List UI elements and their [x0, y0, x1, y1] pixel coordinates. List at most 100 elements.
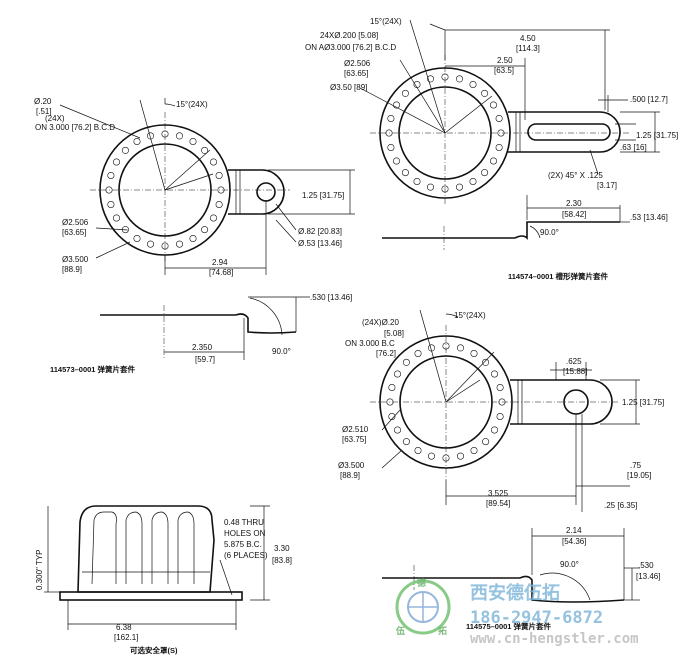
width-mm-label: [162.1]: [114, 633, 138, 642]
bolt-hole: [469, 178, 477, 186]
bolt-hole: [496, 383, 504, 391]
bolt-hole: [121, 146, 129, 154]
slotted-tab: [508, 111, 621, 153]
angle-label: 15°(24X): [370, 17, 402, 26]
drawing-mid-right-top-view: (24X)Ø.20 [5.08] 15°(24X) ON 3.000 B.C […: [338, 309, 664, 512]
outer-dia-mm-label: [88.9]: [62, 265, 82, 274]
bolt-hole: [176, 132, 184, 140]
bolt-hole: [495, 144, 503, 152]
angle-label: 15°(24X): [176, 100, 208, 109]
bend-angle-label: 90.0°: [272, 347, 291, 356]
bolt-hole: [496, 412, 504, 420]
side-length-label: 2.350: [192, 343, 213, 352]
typ-dim-label: 0.300" TYP: [35, 550, 44, 591]
bolt-hole: [469, 81, 477, 89]
hole-radius-label: .25 [6.35]: [604, 501, 637, 510]
bolt-hole: [470, 349, 478, 357]
bolt-hole: [201, 226, 209, 234]
overall-length-label: 4.50: [520, 34, 536, 43]
bolt-hole: [481, 169, 489, 177]
hole-pos-mm-label: [19.05]: [627, 471, 651, 480]
bolt-hole: [401, 169, 409, 177]
watermark-company: 西安德伍拓: [470, 582, 560, 604]
bolt-hole: [215, 201, 223, 209]
drawing-114574-side-view: 2.30 [58.42] .53 [13.46] 90.0° 114574–00…: [382, 195, 668, 281]
tab-width-label: .500 [12.7]: [630, 95, 668, 104]
height-label: 1.25 [31.75]: [636, 131, 678, 140]
bcd-label: ON AØ3.000 [76.2] B.C.D: [305, 43, 396, 52]
bolt-hole: [388, 412, 396, 420]
part-caption-114575: 114575–0001 弹簧片套件: [466, 621, 552, 631]
tab-width-mm-label: [15.88]: [563, 367, 587, 376]
bolt-hole: [414, 349, 422, 357]
part-caption-114573: 114573–0001 弹簧片套件: [50, 364, 136, 374]
bolt-hole: [189, 138, 197, 146]
slot-pos-mm-label: [63.5]: [494, 66, 514, 75]
tab-width-label: .625: [566, 357, 582, 366]
height-label: 1.25 [31.75]: [302, 191, 344, 200]
side-height-label: .530 [13.46]: [310, 293, 352, 302]
holes-note-line2: HOLES ON: [224, 529, 266, 538]
height-mm-label: [83.8]: [272, 556, 292, 565]
bolt-hole: [393, 370, 401, 378]
watermark-url: www.cn-hengstler.com: [470, 631, 639, 647]
bend-angle-label: 90.0°: [540, 228, 559, 237]
tab-hole: [256, 182, 276, 202]
bolt-hole: [455, 75, 463, 83]
tab-hole-label: Ø.82 [20.83]: [298, 227, 342, 236]
bcd-mm-label: [76.2]: [376, 349, 396, 358]
bolt-hole: [210, 158, 218, 166]
bolt-hole: [482, 438, 490, 446]
chamfer-label: (2X) 45° X .125: [548, 171, 603, 180]
outer-dia-label: Ø3.500: [338, 461, 365, 470]
bolt-hole: [113, 158, 121, 166]
logo-char-3: 拓: [438, 625, 447, 637]
side-length-mm-label: [59.7]: [195, 355, 215, 364]
bcd-label: ON 3.000 B.C: [345, 339, 395, 348]
bolt-hole: [201, 146, 209, 154]
bolt-hole: [401, 89, 409, 97]
tab-radius-label: Ø.53 [13.46]: [298, 239, 342, 248]
inner-dia-label: Ø2.510: [342, 425, 369, 434]
bcd-label: ON 3.000 [76.2] B.C.D: [35, 123, 115, 132]
cover-body: [77, 505, 215, 593]
side-length-mm-label: [54.36]: [562, 537, 586, 546]
drawing-114574-top-view: 15°(24X) 24XØ.200 [5.08] ON AØ3.000 [76.…: [305, 17, 678, 205]
bolt-hole: [147, 240, 155, 248]
length-mm-label: [89.54]: [486, 499, 510, 508]
inner-dia-label: Ø2.506: [62, 218, 89, 227]
logo-char-1: 德: [417, 577, 426, 589]
slot-height-label: .63 [16]: [620, 143, 647, 152]
holes-note-line1: 0.48 THRU: [224, 518, 264, 527]
bolt-hole: [455, 183, 463, 191]
drawing-114573-top-view: Ø.20 [.51] (24X) ON 3.000 [76.2] B.C.D 1…: [34, 97, 355, 277]
outer-dia-label: Ø3.500: [62, 255, 89, 264]
logo-char-2: 伍: [395, 625, 405, 637]
hole-dia-label: Ø.20: [34, 97, 52, 106]
slot-pos-label: 2.50: [497, 56, 513, 65]
bolt-hole: [113, 214, 121, 222]
chamfer-mm-label: [3.17]: [597, 181, 617, 190]
bend-angle-label: 90.0°: [560, 560, 579, 569]
watermark-phone: 186-2947-6872: [470, 608, 603, 628]
bolt-hole: [456, 344, 464, 352]
width-label: 6.38: [116, 623, 132, 632]
side-length-label: 2.30: [566, 199, 582, 208]
side-height-label: .53 [13.46]: [630, 213, 668, 222]
holes-note-line4: (6 PLACES): [224, 551, 268, 560]
bolt-hole: [176, 240, 184, 248]
outer-dia-label: Ø3.50 [89]: [330, 83, 367, 92]
bolt-hole: [210, 214, 218, 222]
bolt-hole: [133, 235, 141, 243]
bolt-hole: [393, 426, 401, 434]
bolt-hole: [413, 178, 421, 186]
bolt-hole: [402, 358, 410, 366]
side-height-label: .530: [638, 561, 654, 570]
bolt-hole: [388, 383, 396, 391]
hole-pos-label: .75: [630, 461, 642, 470]
bolt-hole: [426, 183, 434, 191]
bolt-hole: [490, 426, 498, 434]
bolt-hole: [107, 172, 115, 180]
height-label: 3.30: [274, 544, 290, 553]
